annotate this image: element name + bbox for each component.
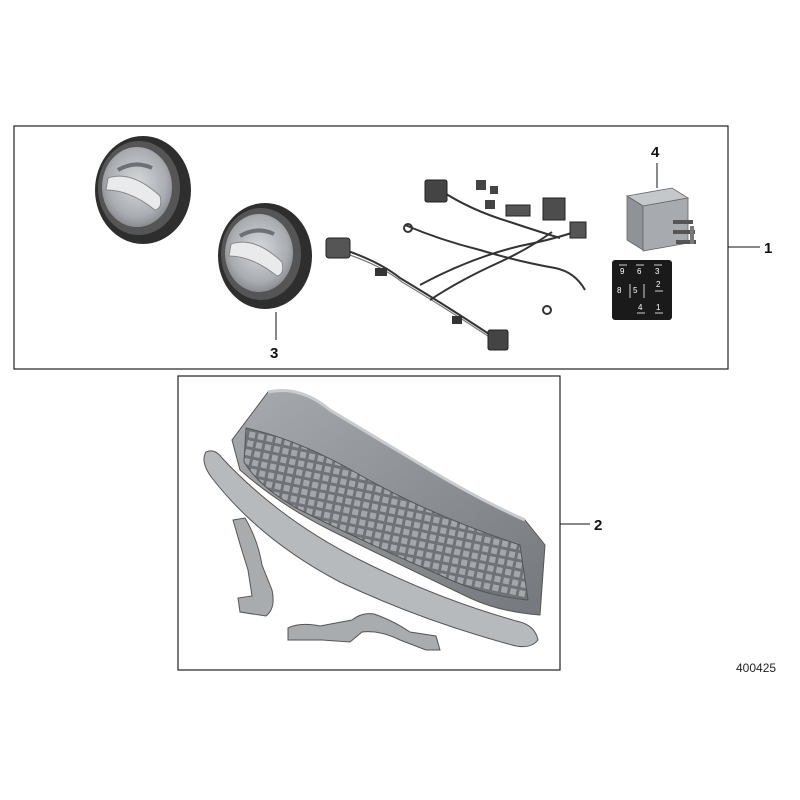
relay-pin-6: 6 xyxy=(637,267,642,276)
mounting-bracket-left xyxy=(232,517,274,617)
wiring-harness xyxy=(344,189,586,345)
fog-lamp-right xyxy=(218,203,312,309)
callout-2-label: 2 xyxy=(594,517,602,534)
diagram-number: 400425 xyxy=(736,661,777,675)
relay-pin-2: 2 xyxy=(656,280,661,289)
callout-1-label: 1 xyxy=(764,240,772,257)
relay-pin-1: 1 xyxy=(656,303,661,312)
radiator-grille xyxy=(231,388,546,616)
relay-pin-5: 5 xyxy=(633,286,638,295)
harness-connectors xyxy=(325,179,587,351)
callout-4-label: 4 xyxy=(651,144,660,161)
fog-lamp-left xyxy=(95,136,191,244)
grille-frame xyxy=(177,375,561,671)
relay-pin-9: 9 xyxy=(620,267,625,276)
mounting-bracket-right xyxy=(287,613,441,651)
relay-pin-label: 9 6 3 8 5 2 4 1 xyxy=(612,260,672,320)
relay-pin-3: 3 xyxy=(655,267,660,276)
lower-trim-strip xyxy=(203,450,539,648)
relay-module xyxy=(625,187,696,252)
callout-3-label: 3 xyxy=(270,345,278,362)
relay-pin-4: 4 xyxy=(638,303,643,312)
relay-pin-8: 8 xyxy=(617,286,622,295)
